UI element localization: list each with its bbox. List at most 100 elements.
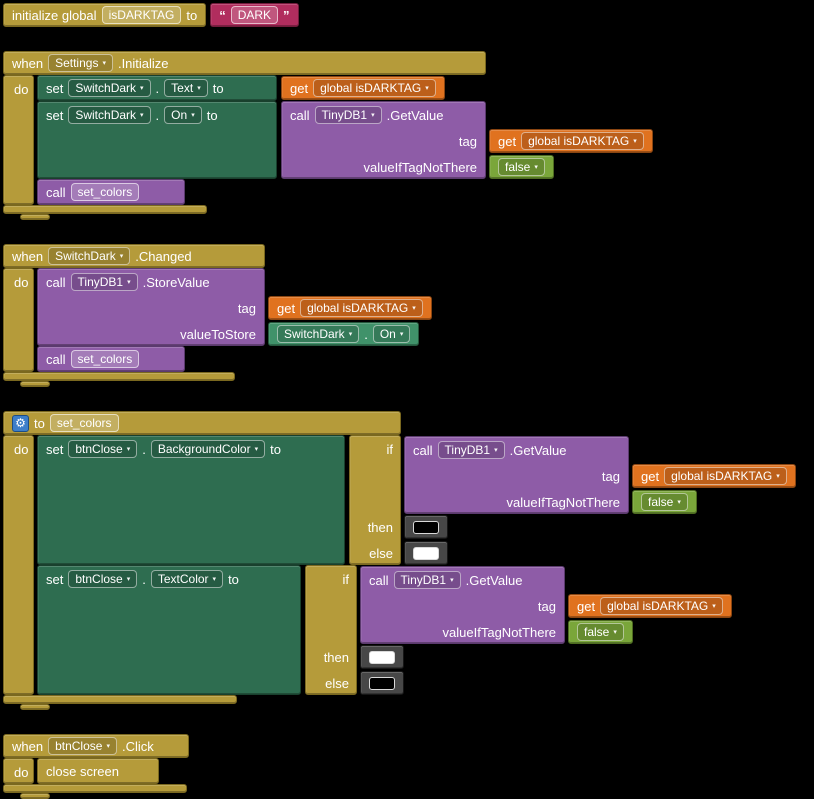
then-label: then	[323, 649, 349, 665]
switchdark-on-getter-block[interactable]: SwitchDark▾ . On▾	[268, 322, 420, 346]
to-label: to	[270, 441, 281, 457]
property-dropdown-on[interactable]: On▾	[372, 325, 411, 343]
set-label: set	[46, 571, 64, 587]
initialize-global-body[interactable]: initialize global isDARKTAG to	[3, 3, 207, 27]
when-label: when	[12, 55, 44, 71]
get-global-isdarktag-block[interactable]: get global isDARKTAG▾	[268, 296, 432, 320]
component-dropdown-btnclose[interactable]: btnClose▾	[48, 737, 117, 755]
procedure-name-field[interactable]: set_colors	[70, 183, 140, 201]
event-block-settings-initialize[interactable]: when Settings▾ .Initialize do set Switch…	[3, 51, 653, 220]
component-dropdown-settings[interactable]: Settings▾	[48, 54, 113, 72]
color-block-black[interactable]	[404, 515, 448, 539]
get-label: get	[498, 133, 517, 149]
valueiftagnotthere-param-label: valueIfTagNotThere	[442, 624, 556, 640]
text-string-block[interactable]: “ DARK ”	[210, 3, 299, 27]
property-dropdown-on[interactable]: On▾	[164, 106, 202, 124]
chevron-down-icon: ▾	[254, 445, 259, 453]
event-block-btnclose-click[interactable]: when btnClose▾ .Click do close screen	[3, 734, 189, 799]
chevron-down-icon: ▾	[776, 472, 780, 480]
event-name-label: .Changed	[135, 248, 192, 264]
set-btnclose-textcolor-block[interactable]: set btnClose▾ . TextColor▾ to	[37, 565, 301, 695]
to-label: to	[228, 571, 239, 587]
get-global-isdarktag-block[interactable]: get global isDARKTAG▾	[489, 129, 653, 153]
component-dropdown-tinydb1[interactable]: TinyDB1▾	[314, 106, 382, 124]
call-label: call	[290, 107, 310, 123]
call-set-colors-block[interactable]: call set_colors	[37, 346, 185, 372]
do-label: do	[14, 765, 29, 780]
chevron-down-icon: ▾	[140, 84, 144, 92]
dropdown-value: global isDARKTAG	[307, 301, 409, 315]
variable-dropdown-global-isdarktag[interactable]: global isDARKTAG▾	[664, 467, 787, 485]
set-switchdark-text-block[interactable]: set SwitchDark▾ . Text▾ to	[37, 75, 277, 101]
get-global-isdarktag-block[interactable]: get global isDARKTAG▾	[632, 464, 796, 488]
if-then-else-block[interactable]: if then else call TinyDB1▾ .GetValue tag	[305, 565, 732, 695]
event-header[interactable]: when SwitchDark▾ .Changed	[3, 244, 265, 268]
component-dropdown-btnclose[interactable]: btnClose▾	[68, 570, 138, 588]
chevron-down-icon: ▾	[371, 111, 375, 119]
get-label: get	[577, 598, 596, 614]
mutator-gear-icon[interactable]: ⚙	[12, 414, 29, 432]
close-screen-block[interactable]: close screen	[37, 758, 159, 784]
component-dropdown-tinydb1[interactable]: TinyDB1▾	[437, 441, 505, 459]
variable-name-field[interactable]: isDARKTAG	[101, 6, 182, 24]
component-dropdown-tinydb1[interactable]: TinyDB1▾	[393, 571, 461, 589]
procedure-name-field[interactable]: set_colors	[70, 350, 140, 368]
string-value-field[interactable]: DARK	[230, 6, 279, 24]
logic-dropdown-false[interactable]: false▾	[498, 158, 545, 176]
dropdown-value: TinyDB1	[444, 443, 491, 457]
chevron-down-icon: ▾	[348, 330, 353, 338]
initialize-global-block[interactable]: initialize global isDARKTAG to “ DARK ”	[3, 3, 299, 27]
color-block-black[interactable]	[360, 671, 404, 695]
procedure-header[interactable]: ⚙ to set_colors	[3, 411, 401, 435]
chevron-down-icon: ▾	[425, 84, 429, 92]
call-tinydb-getvalue-block[interactable]: call TinyDB1▾ .GetValue tag valueIfTagNo…	[360, 566, 732, 644]
get-global-isdarktag-block[interactable]: get global isDARKTAG▾	[568, 594, 732, 618]
event-header[interactable]: when Settings▾ .Initialize	[3, 51, 486, 75]
property-dropdown-textcolor[interactable]: TextColor▾	[150, 570, 224, 588]
procedure-name-field[interactable]: set_colors	[49, 414, 119, 432]
event-header[interactable]: when btnClose▾ .Click	[3, 734, 189, 758]
component-dropdown-switchdark[interactable]: SwitchDark▾	[48, 247, 131, 265]
set-switchdark-on-block[interactable]: set SwitchDark▾ . On▾ to	[37, 101, 277, 179]
tag-param-label: tag	[237, 300, 256, 316]
set-btnclose-backgroundcolor-block[interactable]: set btnClose▾ . BackgroundColor▾ to	[37, 435, 345, 565]
component-dropdown-switchdark[interactable]: SwitchDark▾	[68, 106, 151, 124]
do-label: do	[14, 82, 29, 97]
chevron-down-icon: ▾	[126, 575, 131, 583]
variable-dropdown-global-isdarktag[interactable]: global isDARKTAG▾	[521, 132, 644, 150]
variable-dropdown-global-isdarktag[interactable]: global isDARKTAG▾	[313, 79, 436, 97]
logic-dropdown-false[interactable]: false▾	[641, 493, 688, 511]
dot-label: .	[142, 441, 146, 457]
logic-false-block[interactable]: false▾	[632, 490, 697, 514]
event-block-switchdark-changed[interactable]: when SwitchDark▾ .Changed do call TinyDB…	[3, 244, 432, 387]
call-tinydb-getvalue-block[interactable]: call TinyDB1▾ .GetValue tag valueIfTagNo…	[281, 101, 653, 179]
variable-dropdown-global-isdarktag[interactable]: global isDARKTAG▾	[600, 597, 723, 615]
component-dropdown-switchdark[interactable]: SwitchDark▾	[68, 79, 151, 97]
property-dropdown-backgroundcolor[interactable]: BackgroundColor▾	[150, 440, 266, 458]
if-then-else-block[interactable]: if then else call TinyDB1▾ .GetValue tag	[349, 435, 796, 565]
logic-false-block[interactable]: false▾	[568, 620, 633, 644]
chevron-down-icon: ▾	[106, 742, 110, 750]
property-dropdown-text[interactable]: Text▾	[164, 79, 208, 97]
variable-dropdown-global-isdarktag[interactable]: global isDARKTAG▾	[300, 299, 423, 317]
call-tinydb-storevalue-block[interactable]: call TinyDB1▾ .StoreValue tag valueToSto…	[37, 268, 432, 346]
then-label: then	[367, 519, 393, 535]
component-dropdown-switchdark[interactable]: SwitchDark▾	[277, 325, 360, 343]
next-block-tab	[20, 381, 50, 387]
component-dropdown-tinydb1[interactable]: TinyDB1▾	[70, 273, 138, 291]
dropdown-value: global isDARKTAG	[320, 81, 422, 95]
to-label: to	[34, 415, 45, 431]
logic-false-block[interactable]: false▾	[489, 155, 554, 179]
component-dropdown-btnclose[interactable]: btnClose▾	[68, 440, 138, 458]
dropdown-value: TinyDB1	[400, 573, 447, 587]
color-block-white[interactable]	[360, 645, 404, 669]
chevron-down-icon: ▾	[197, 84, 201, 92]
call-set-colors-block[interactable]: call set_colors	[37, 179, 185, 205]
valueiftagnotthere-param-label: valueIfTagNotThere	[506, 494, 620, 510]
set-label: set	[46, 80, 64, 96]
procedure-block-set-colors[interactable]: ⚙ to set_colors do set btnClose▾ . Backg…	[3, 411, 796, 710]
call-tinydb-getvalue-block[interactable]: call TinyDB1▾ .GetValue tag valueIfTagNo…	[404, 436, 796, 514]
get-global-isdarktag-block[interactable]: get global isDARKTAG▾	[281, 76, 445, 100]
logic-dropdown-false[interactable]: false▾	[577, 623, 624, 641]
color-block-white[interactable]	[404, 541, 448, 565]
